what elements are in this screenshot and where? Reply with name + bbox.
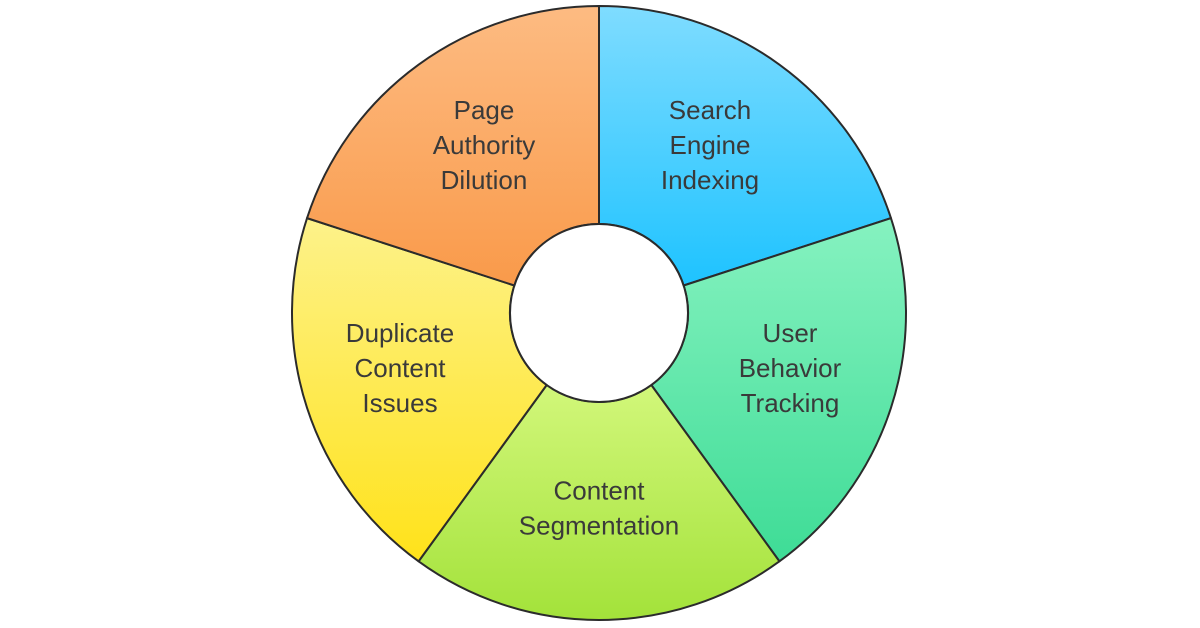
center-circle — [509, 223, 689, 403]
label-line: Content — [553, 476, 645, 506]
label-line: Content — [354, 353, 446, 383]
label-line: Dilution — [441, 165, 528, 195]
label-line: User — [763, 318, 818, 348]
label-line: Segmentation — [519, 511, 679, 541]
label-line: Tracking — [741, 388, 840, 418]
label-line: Indexing — [661, 165, 759, 195]
label-line: Behavior — [739, 353, 842, 383]
label-line: Search — [669, 95, 751, 125]
label-line: Page — [454, 95, 515, 125]
label-line: Authority — [433, 130, 536, 160]
label-line: Issues — [362, 388, 437, 418]
label-line: Engine — [670, 130, 751, 160]
label-line: Duplicate — [346, 318, 454, 348]
